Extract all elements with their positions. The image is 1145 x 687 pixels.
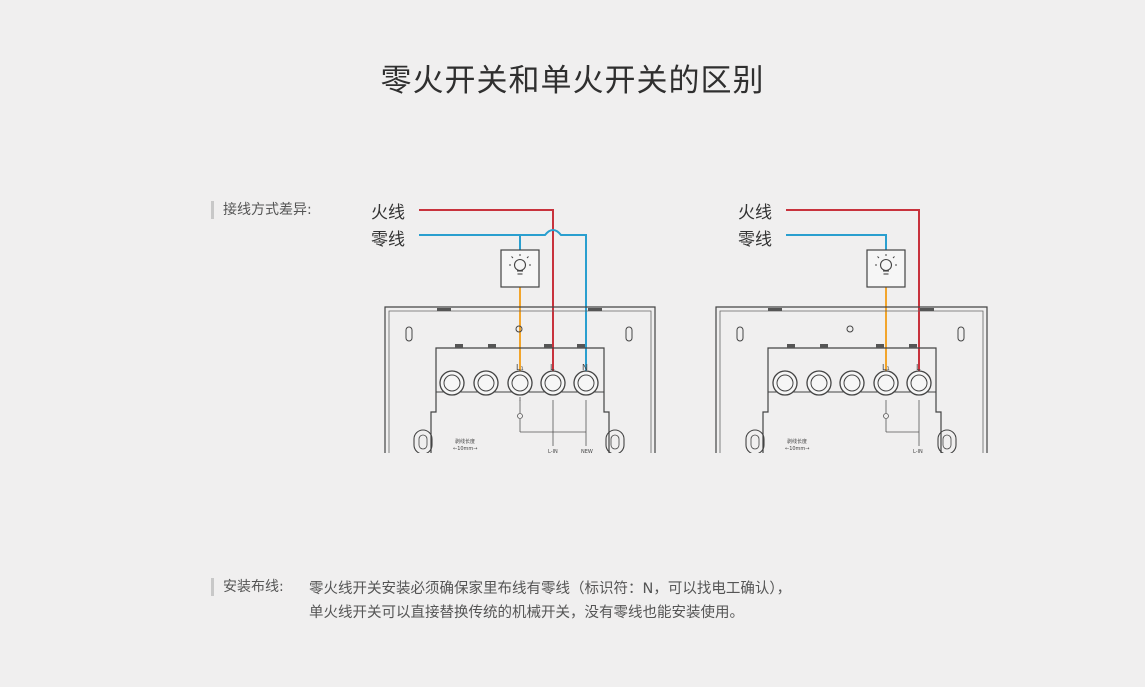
right-screw-slot <box>957 326 965 342</box>
right-terminal-label-l: L <box>916 363 921 372</box>
left-terminal-block <box>430 347 610 453</box>
left-neutral-label: 零线 <box>371 230 405 250</box>
install-section-label: 安装布线: <box>211 578 284 596</box>
left-neutral-wire <box>419 229 587 372</box>
left-strip-length: ←10mm→ <box>453 446 477 452</box>
right-bulb-icon <box>875 254 897 275</box>
right-screw-terminal <box>839 370 865 396</box>
right-strip-length: ←10mm→ <box>785 446 809 452</box>
left-screw-slot <box>405 326 413 342</box>
left-mount-hole <box>413 429 433 455</box>
right-screw-terminal <box>906 370 932 396</box>
right-screw-terminal <box>873 370 899 396</box>
right-terminal-block <box>762 347 942 453</box>
left-live-label: 火线 <box>371 203 405 223</box>
left-terminal-label-l1: L₁ <box>516 363 524 372</box>
right-strip-text: 剥线长度 <box>787 438 807 445</box>
left-terminal-label-n: N <box>582 363 588 372</box>
right-screw-terminal <box>806 370 832 396</box>
right-screw-slot <box>736 326 744 342</box>
left-mark-lin: L-IN <box>548 449 558 455</box>
page-title: 零火开关和单火开关的区别 <box>380 63 765 99</box>
right-neutral-wire <box>786 234 887 250</box>
left-screw-terminal <box>573 370 599 396</box>
left-wiring-diagram: L₁ L N L-IN NEW 剥线长度 ←10mm→ <box>384 209 656 455</box>
right-live-wire <box>786 209 920 372</box>
left-screw-terminal <box>540 370 566 396</box>
left-screw-terminal <box>439 370 465 396</box>
left-live-wire <box>419 209 554 372</box>
left-terminal-label-l: L <box>550 363 555 372</box>
right-mount-hole <box>745 429 765 455</box>
left-strip-text: 剥线长度 <box>455 438 475 445</box>
left-lamp-box <box>500 249 540 288</box>
right-terminal-label-l1: L₁ <box>882 363 890 372</box>
install-note-line-2: 单火线开关可以直接替换传统的机械开关，没有零线也能安装使用。 <box>309 605 744 621</box>
install-note-line-1: 零火线开关安装必须确保家里布线有零线（标识符：N，可以找电工确认）， <box>309 581 792 597</box>
right-screw-terminal <box>772 370 798 396</box>
right-lamp-box <box>866 249 906 288</box>
left-screw-slot <box>625 326 633 342</box>
left-screw-terminal <box>473 370 499 396</box>
right-live-label: 火线 <box>738 203 772 223</box>
right-switch-plate <box>715 306 988 453</box>
left-screw-terminal <box>507 370 533 396</box>
wiring-section-label: 接线方式差异: <box>211 201 312 219</box>
right-neutral-label: 零线 <box>738 230 772 250</box>
left-bulb-icon <box>509 254 531 275</box>
left-mark-new: NEW <box>581 449 593 455</box>
right-mark-lin: L-IN <box>913 449 923 455</box>
left-switch-plate <box>384 306 656 453</box>
right-wiring-diagram: L₁ L L-IN 剥线长度 ←10mm→ <box>715 209 988 455</box>
